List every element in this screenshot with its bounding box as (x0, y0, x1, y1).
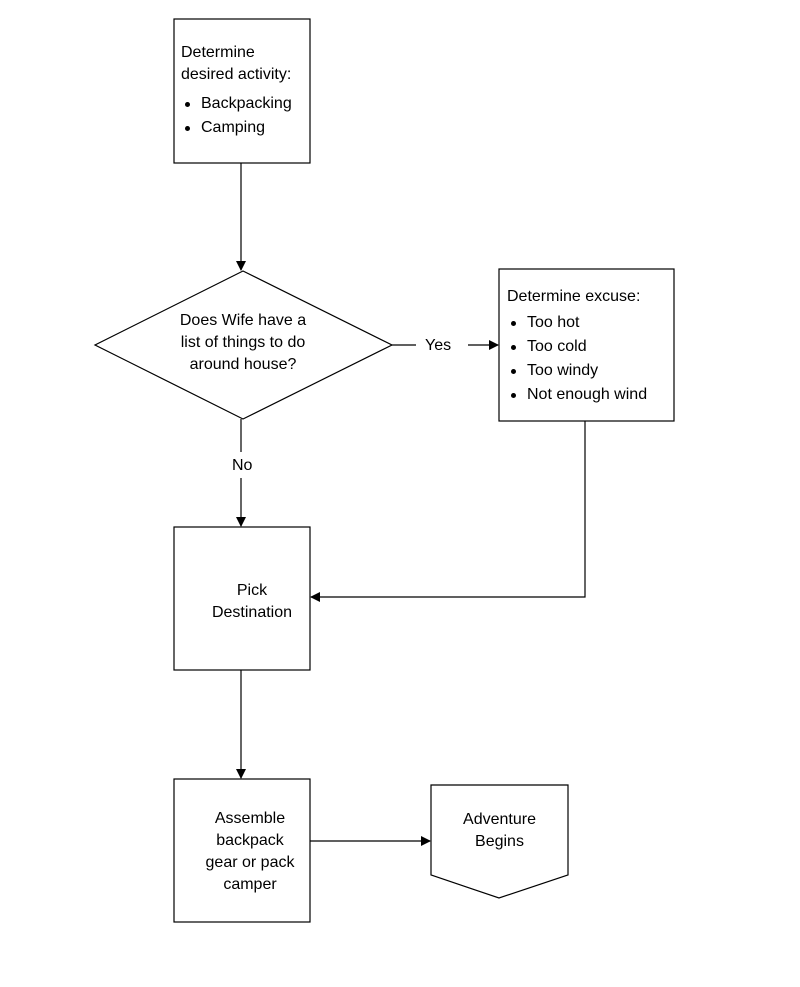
excuse-box-title: Determine excuse: (507, 288, 641, 305)
excuse-item: Too hot (507, 311, 672, 335)
assemble-line: camper (223, 876, 277, 893)
start-box: Determine desired activity: Backpacking … (181, 42, 306, 140)
excuse-item: Not enough wind (507, 383, 672, 407)
edge-excuse-to-destination (310, 421, 586, 602)
assemble-box-shape (173, 778, 311, 923)
assemble-line: gear or pack (205, 854, 295, 871)
decision-text: Does Wife have a list of things to do ar… (150, 310, 336, 376)
assemble-box: Assemble backpack gear or pack camper (180, 808, 320, 896)
decision-diamond-shape (93, 270, 394, 420)
assemble-line: backpack (216, 832, 284, 849)
excuse-box-shape (498, 268, 675, 422)
start-box-shape (173, 18, 311, 164)
yes-label: Yes (423, 336, 454, 356)
activity-item: Camping (181, 116, 306, 140)
destination-line: Pick (236, 582, 268, 599)
destination-box-shape (173, 526, 311, 671)
decision-line: Does Wife have a (179, 312, 307, 329)
start-box-title: Determine desired activity: (181, 44, 292, 83)
excuse-box: Determine excuse: Too hot Too cold Too w… (507, 286, 672, 407)
excuse-list: Too hot Too cold Too windy Not enough wi… (507, 311, 672, 407)
destination-box: Pick Destination (180, 580, 324, 624)
activity-item: Backpacking (181, 92, 306, 116)
excuse-item: Too cold (507, 335, 672, 359)
decision-line: around house? (189, 356, 297, 373)
activity-list: Backpacking Camping (181, 92, 306, 140)
excuse-item: Too windy (507, 359, 672, 383)
end-line: Begins (475, 833, 524, 850)
end-offpage-shape (430, 784, 569, 899)
end-box: Adventure Begins (431, 809, 568, 853)
decision-line: list of things to do (180, 334, 306, 351)
assemble-line: Assemble (214, 810, 286, 827)
end-line: Adventure (463, 811, 536, 828)
destination-line: Destination (211, 604, 293, 621)
no-label: No (230, 456, 255, 476)
